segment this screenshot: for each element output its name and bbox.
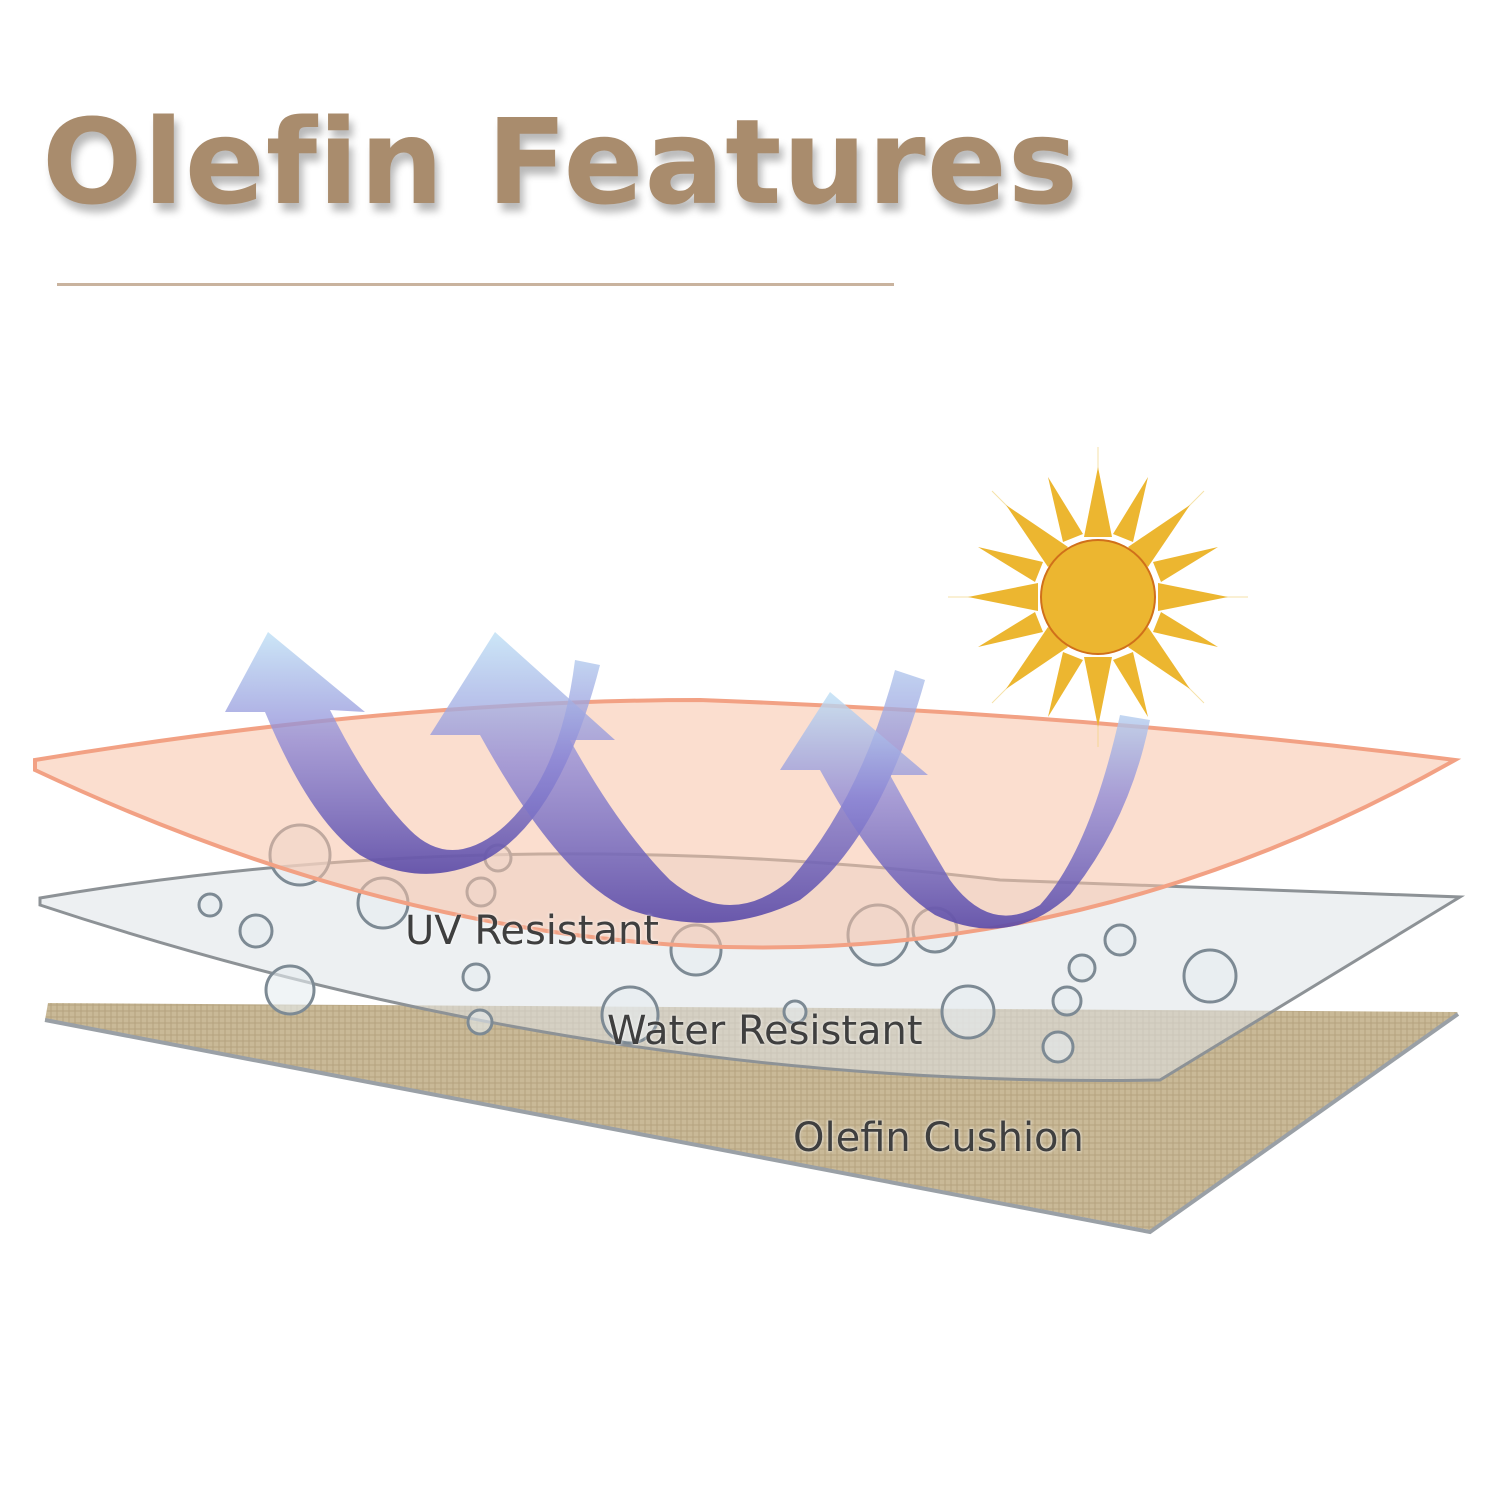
sun-icon [948,447,1248,747]
arrow-icon [430,632,925,923]
arrow-icon [780,692,1150,929]
uv-resistant-label: UV Resistant [405,908,659,954]
uv-reflection-arrows [225,632,1150,929]
page-title: Olefin Features [42,93,1080,231]
water-resistant-label: Water Resistant [607,1008,923,1054]
title-divider [57,283,894,286]
arrow-icon [225,632,600,874]
olefin-cushion-label: Olefin Cushion [793,1115,1084,1161]
